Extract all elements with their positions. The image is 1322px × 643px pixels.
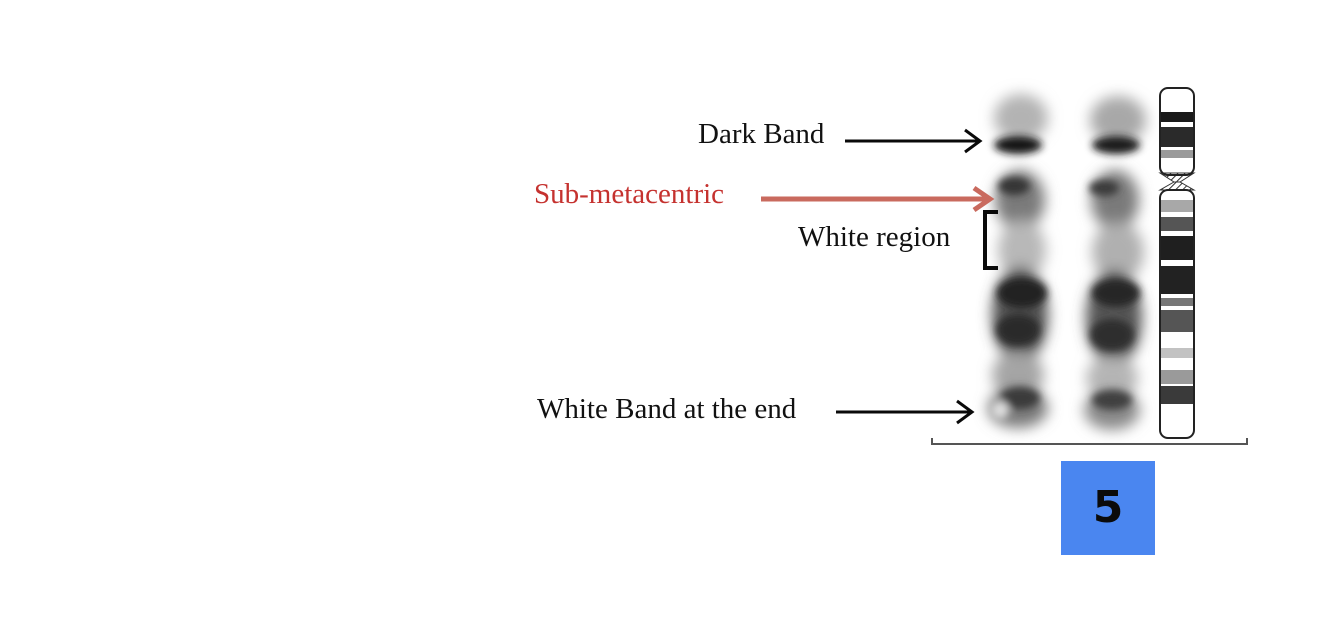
sub-metacentric-label: Sub-metacentric xyxy=(534,178,725,210)
chromosome-number-badge: 5 xyxy=(1061,461,1155,555)
baseline-bracket xyxy=(931,438,1248,445)
chromosome-photo-2 xyxy=(1084,96,1146,430)
chromosome-number: 5 xyxy=(1092,482,1124,533)
dark-band-arrow xyxy=(845,128,983,154)
white-region-label: White region xyxy=(798,221,951,253)
dark-band-label: Dark Band xyxy=(698,118,825,150)
white-band-end-label: White Band at the end xyxy=(537,393,797,425)
white-band-end-arrow xyxy=(836,399,975,425)
sub-metacentric-arrow xyxy=(761,185,995,213)
chromosome-ideogram xyxy=(1158,87,1196,439)
chromosome-photo-1 xyxy=(988,94,1048,428)
white-region-bracket xyxy=(983,210,998,270)
